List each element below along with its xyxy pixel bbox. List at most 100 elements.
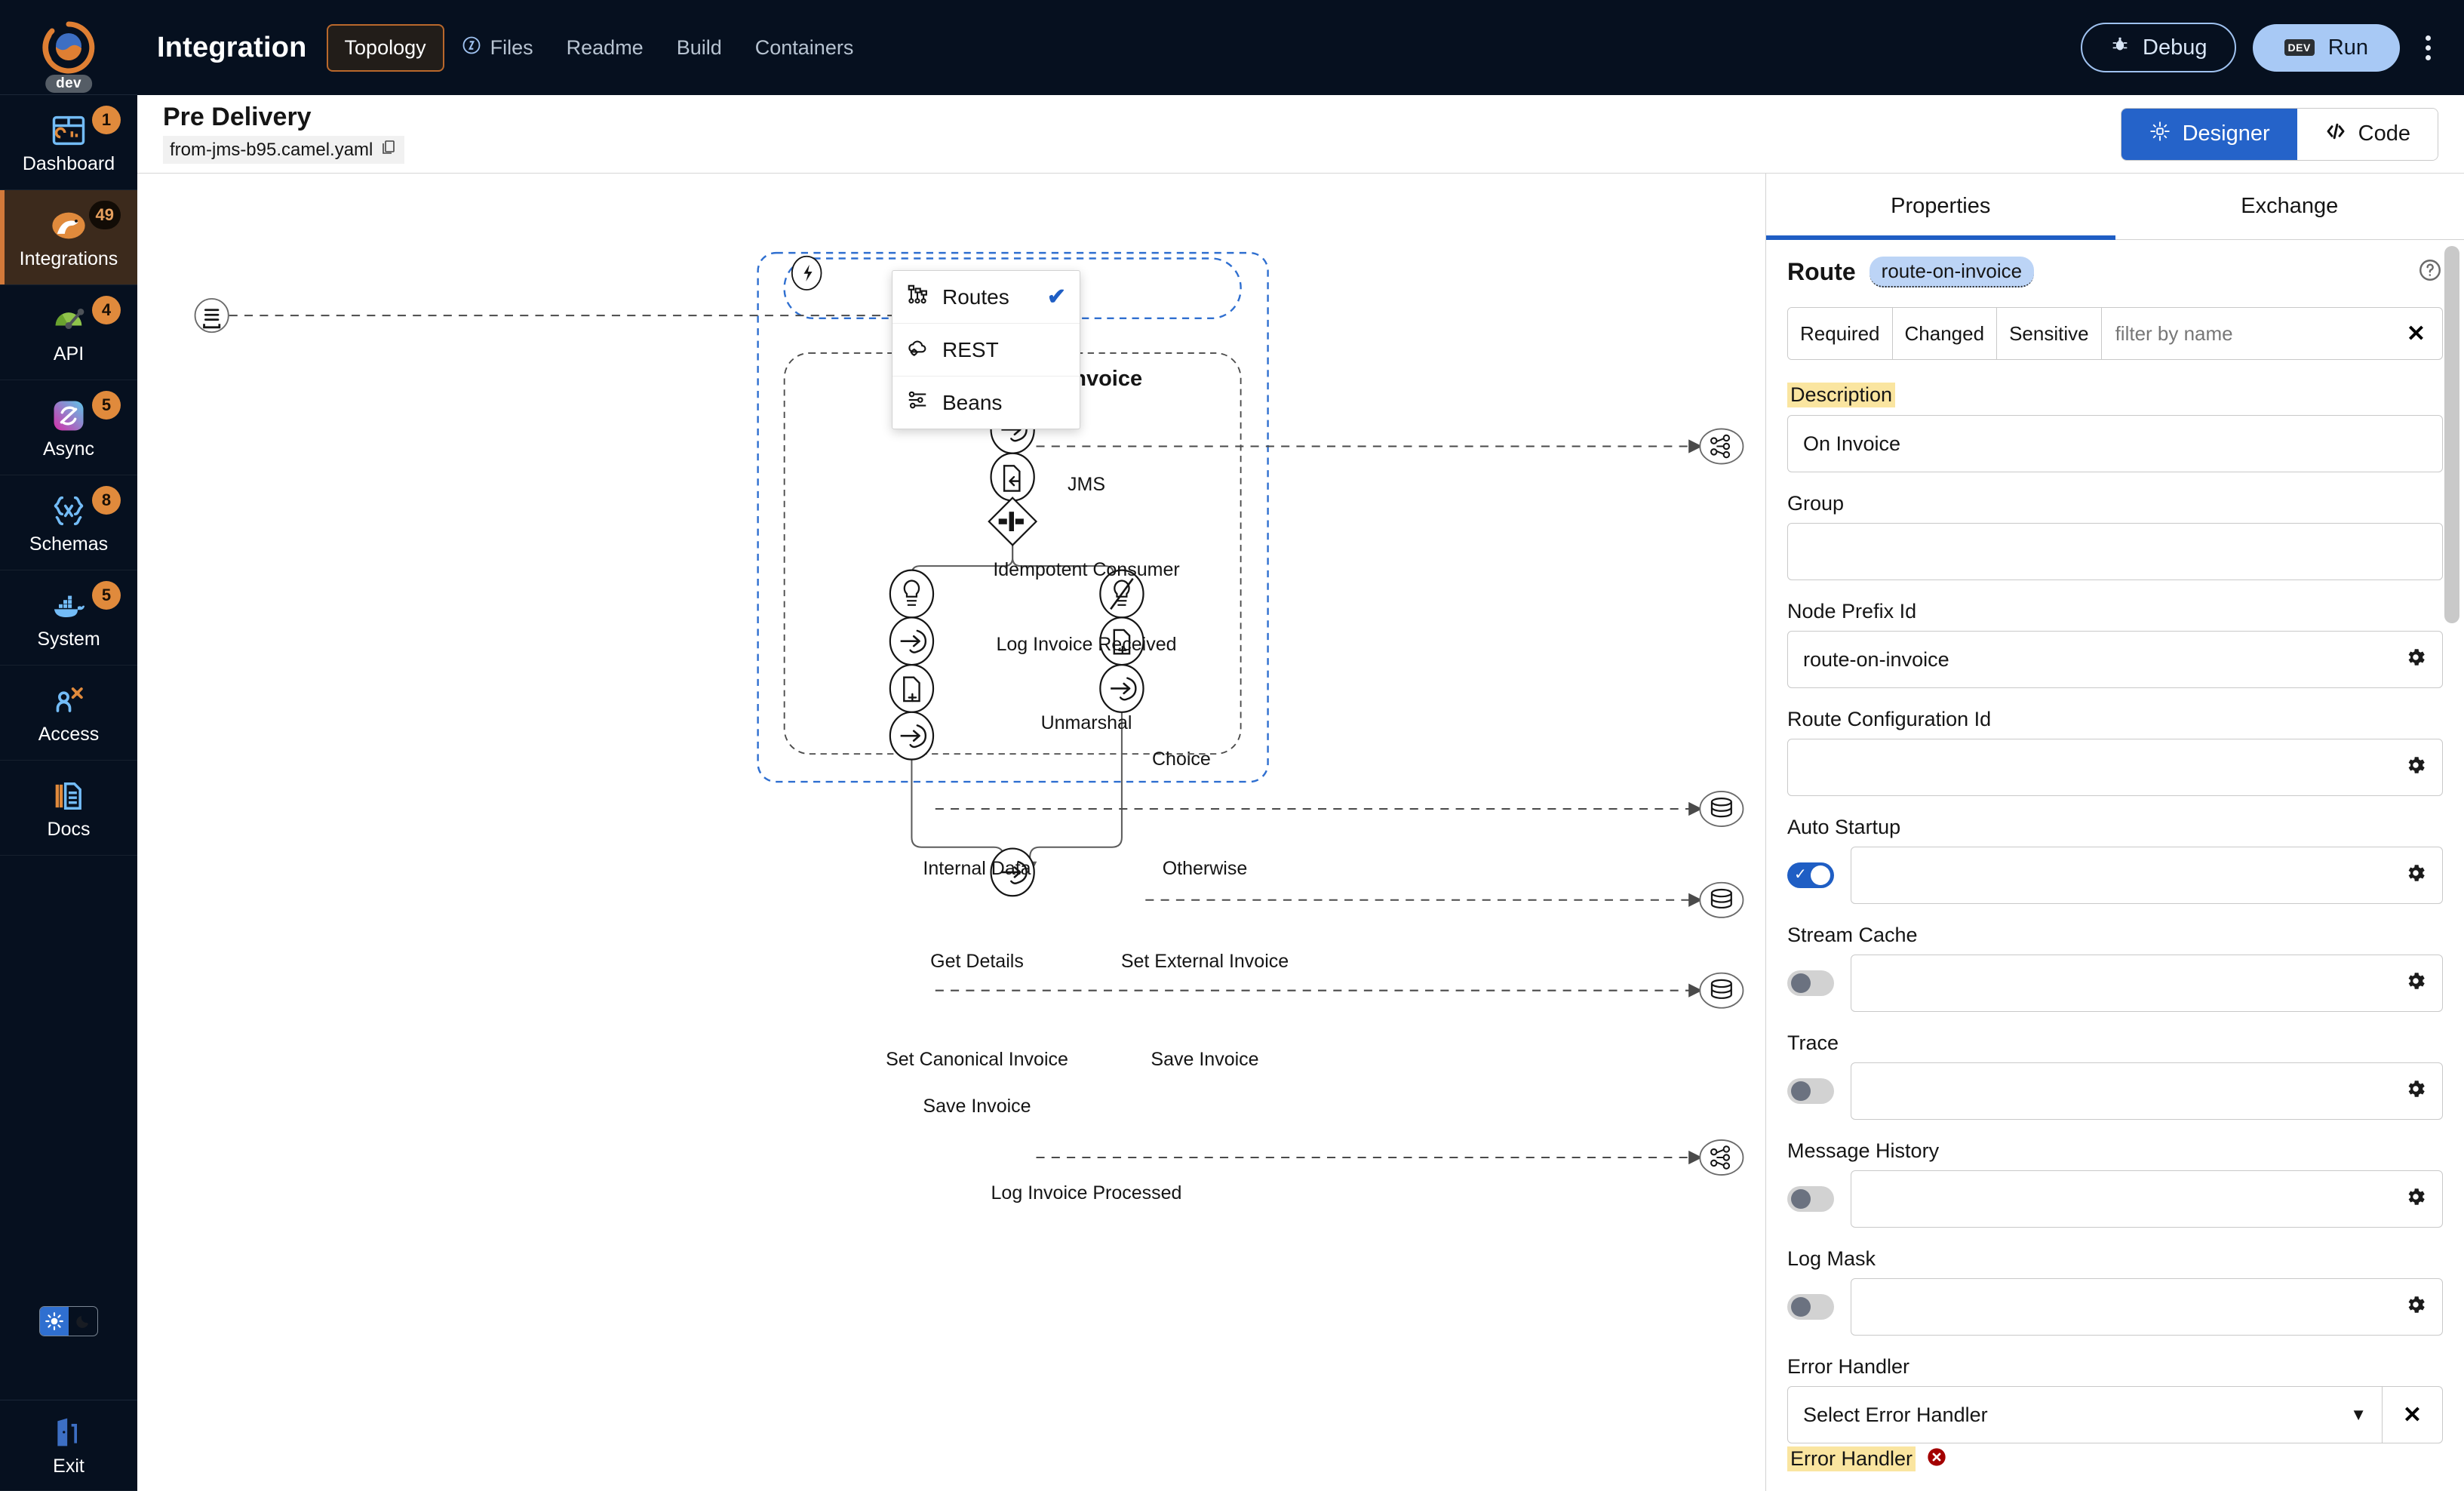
moon-icon[interactable]: [69, 1307, 97, 1336]
menu-label-rest: REST: [942, 338, 999, 362]
brand-logo[interactable]: dev: [0, 0, 137, 95]
sidebar-label-exit: Exit: [53, 1457, 84, 1476]
tab-readme[interactable]: Readme: [550, 26, 660, 70]
bug-icon: [2109, 34, 2131, 61]
debug-button[interactable]: Debug: [2081, 23, 2235, 72]
gear-icon[interactable]: [2404, 754, 2427, 782]
field-description: Description On Invoice: [1787, 383, 2443, 472]
file-name-label: from-jms-b95.camel.yaml: [170, 140, 373, 161]
tab-build-label: Build: [677, 36, 722, 60]
debug-label: Debug: [2143, 35, 2207, 60]
sidebar-item-dashboard[interactable]: 1 Dashboard: [0, 95, 137, 190]
input-log-mask[interactable]: [1851, 1278, 2443, 1336]
properties-scrollbar[interactable]: [2444, 246, 2459, 623]
field-message-history: Message History: [1787, 1139, 2443, 1228]
code-button[interactable]: Code: [2297, 109, 2438, 160]
view-mode-switch: Designer Code: [2121, 108, 2438, 161]
select-error-handler[interactable]: Select Error Handler ▼: [1787, 1386, 2383, 1443]
route-word: Route: [1787, 258, 1856, 286]
field-node-prefix-id: Node Prefix Id route-on-invoice: [1787, 600, 2443, 688]
page-wrapper: Pre Delivery from-jms-b95.camel.yaml: [137, 95, 2464, 1491]
gear-icon[interactable]: [2404, 646, 2427, 674]
input-description[interactable]: On Invoice: [1787, 415, 2443, 472]
panel-tabs: Properties Exchange: [1766, 174, 2464, 240]
input-auto-startup[interactable]: [1851, 847, 2443, 904]
sidebar-label-schemas: Schemas: [29, 535, 108, 554]
menu-item-rest[interactable]: REST: [893, 324, 1080, 377]
clear-error-handler-button[interactable]: ✕: [2383, 1386, 2443, 1443]
node-label-save-invoice-right: Save Invoice: [1151, 1049, 1258, 1071]
value-node-prefix-id: route-on-invoice: [1803, 648, 1949, 672]
filter-sensitive-label: Sensitive: [2009, 322, 2089, 346]
designer-button[interactable]: Designer: [2121, 109, 2297, 160]
help-icon[interactable]: [2417, 257, 2443, 287]
tab-topology[interactable]: Topology: [327, 24, 444, 72]
toggle-message-history[interactable]: [1787, 1186, 1834, 1212]
gear-icon[interactable]: [2404, 1078, 2427, 1105]
node-label-unmarshal: Unmarshal: [1041, 712, 1132, 734]
node-label-jms: JMS: [1068, 474, 1105, 496]
tab-build[interactable]: Build: [660, 26, 739, 70]
filter-required-button[interactable]: Required: [1788, 308, 1893, 359]
filter-sensitive-button[interactable]: Sensitive: [1997, 308, 2102, 359]
field-trace: Trace: [1787, 1031, 2443, 1120]
sidebar-item-exit[interactable]: Exit: [0, 1400, 137, 1491]
row-trace: [1787, 1062, 2443, 1120]
input-message-history[interactable]: [1851, 1170, 2443, 1228]
input-node-prefix-id[interactable]: route-on-invoice: [1787, 631, 2443, 688]
tab-files[interactable]: Files: [444, 24, 550, 72]
label-error-handler: Error Handler: [1787, 1355, 1909, 1379]
label-trace: Trace: [1787, 1031, 1839, 1055]
copy-icon[interactable]: [379, 138, 398, 161]
filter-changed-button[interactable]: Changed: [1893, 308, 1998, 359]
theme-toggle[interactable]: [39, 1306, 98, 1336]
tab-properties[interactable]: Properties: [1766, 174, 2115, 239]
toggle-stream-cache[interactable]: [1787, 970, 1834, 996]
sidebar-label-dashboard: Dashboard: [23, 155, 115, 174]
filter-input[interactable]: filter by name: [2102, 308, 2390, 359]
error-handler-badge-label: Error Handler: [1787, 1446, 1916, 1471]
filter-required-label: Required: [1800, 322, 1880, 346]
gear-icon[interactable]: [2404, 1293, 2427, 1321]
topology-canvas[interactable]: 1 0: [137, 174, 1765, 1491]
sidebar-item-schemas[interactable]: 8 Schemas: [0, 475, 137, 570]
toggle-log-mask[interactable]: [1787, 1294, 1834, 1320]
sidebar-item-access[interactable]: Access: [0, 666, 137, 761]
input-stream-cache[interactable]: [1851, 955, 2443, 1012]
file-name-chip[interactable]: from-jms-b95.camel.yaml: [163, 136, 404, 164]
sidebar-item-api[interactable]: 4 API: [0, 285, 137, 380]
input-group[interactable]: [1787, 523, 2443, 580]
designer-icon: [2149, 120, 2171, 149]
sidebar-item-docs[interactable]: Docs: [0, 761, 137, 856]
env-badge: dev: [45, 75, 92, 93]
menu-label-beans: Beans: [942, 391, 1002, 415]
gear-icon[interactable]: [2404, 970, 2427, 998]
node-label-set-canonical: Set Canonical Invoice: [886, 1049, 1068, 1071]
tab-containers-label: Containers: [755, 36, 854, 60]
field-log-mask: Log Mask: [1787, 1247, 2443, 1336]
graph-type-menu: Routes ✔ REST: [892, 270, 1080, 429]
filter-clear-button[interactable]: ✕: [2390, 308, 2442, 359]
gear-icon[interactable]: [2404, 862, 2427, 890]
gear-icon[interactable]: [2404, 1185, 2427, 1213]
files-icon: [461, 35, 482, 61]
more-menu-icon[interactable]: [2419, 29, 2437, 66]
sidebar-item-system[interactable]: 5 System: [0, 570, 137, 666]
properties-scroll-area[interactable]: Route route-on-invoice: [1766, 240, 2464, 1491]
run-label: Run: [2328, 35, 2368, 60]
sidebar-item-integrations[interactable]: 49 Integrations: [0, 190, 137, 285]
toggle-trace[interactable]: [1787, 1078, 1834, 1104]
run-button[interactable]: DEV Run: [2253, 24, 2401, 72]
input-trace[interactable]: [1851, 1062, 2443, 1120]
toggle-auto-startup[interactable]: [1787, 862, 1834, 888]
menu-item-routes[interactable]: Routes ✔: [893, 271, 1080, 324]
sidebar-item-async[interactable]: 5 Async: [0, 380, 137, 475]
route-id-pill[interactable]: route-on-invoice: [1870, 257, 2034, 287]
menu-item-beans[interactable]: Beans: [893, 377, 1080, 429]
tab-exchange[interactable]: Exchange: [2115, 174, 2464, 239]
sun-icon[interactable]: [40, 1307, 69, 1336]
row-message-history: [1787, 1170, 2443, 1228]
field-auto-startup: Auto Startup: [1787, 816, 2443, 904]
input-route-configuration-id[interactable]: [1787, 739, 2443, 796]
tab-containers[interactable]: Containers: [739, 26, 871, 70]
